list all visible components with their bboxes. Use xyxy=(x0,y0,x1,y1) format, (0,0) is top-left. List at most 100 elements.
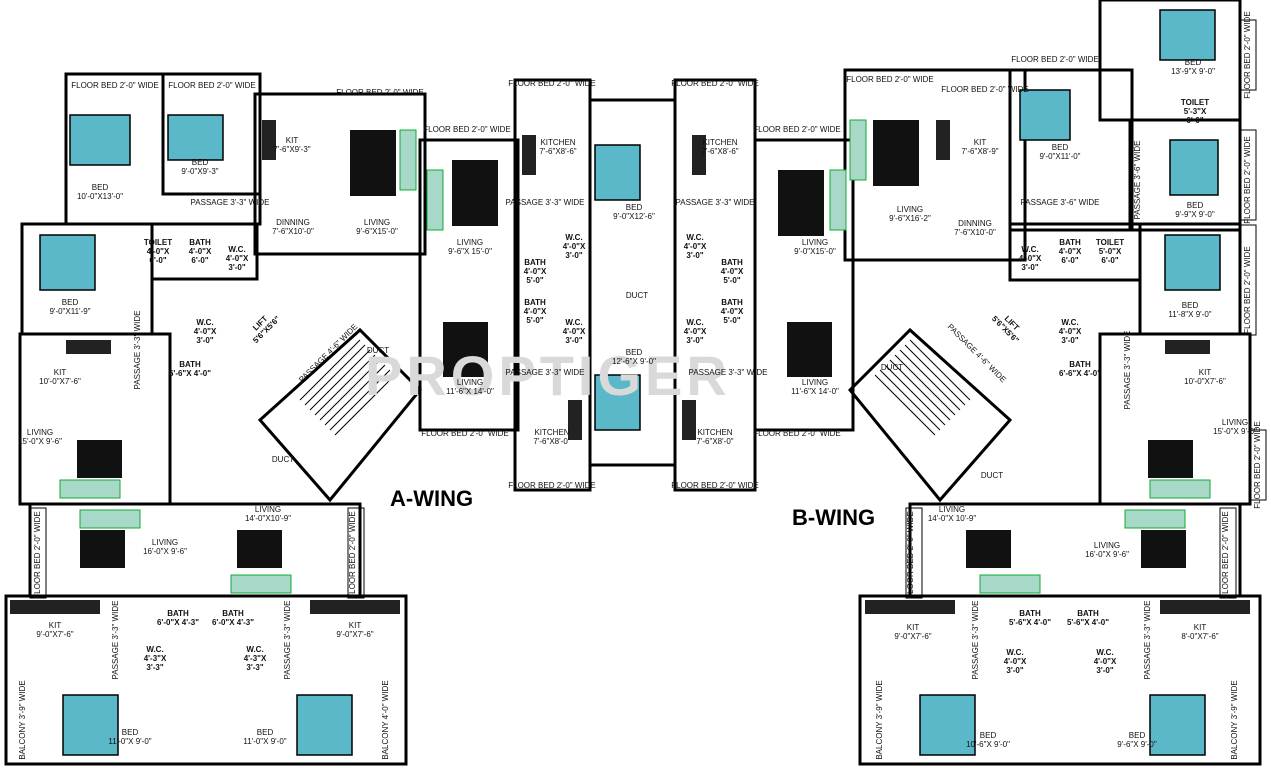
room-label-passage-c2: PASSAGE 3'-3" WIDE xyxy=(676,198,755,207)
room-label-passage-b1: PASSAGE 3'-6" WIDE xyxy=(1021,198,1100,207)
wall-layout xyxy=(4,0,1267,766)
room-label-passage-b3: PASSAGE 4'-6" WIDE xyxy=(946,322,1008,384)
room-label-duct-c: DUCT xyxy=(626,291,648,300)
a-wing-label: A-WING xyxy=(390,486,473,511)
room-label-fb-b1: FLOOR BED 2'-0" WIDE xyxy=(846,75,934,84)
room-label-fb-a3: FLOOR BED 2'-0" WIDE xyxy=(336,88,424,97)
room-label-balcony-a1: BALCONY 3'-9" WIDE xyxy=(18,680,27,759)
room-label-passage-b5: PASSAGE 3'-3" WIDE xyxy=(971,601,980,680)
watermark: PROPTIGER xyxy=(365,344,731,407)
room-label-fb-c2: FLOOR BED 2'-0" WIDE xyxy=(671,79,759,88)
room-label-passage-a3: PASSAGE 3'-3" WIDE xyxy=(133,311,142,390)
room-label-fb-c5: FLOOR BED 2'-0" WIDE xyxy=(508,481,596,490)
room-label-passage-c3: PASSAGE 3'-3" WIDE xyxy=(506,368,585,377)
room-label-balcony-a2: BALCONY 4'-0" WIDE xyxy=(381,680,390,759)
room-label-fb-b9: FLOOR BED 2'-0" WIDE xyxy=(1221,511,1230,599)
room-label-fb-a4: FLOOR BED 2'-0" WIDE xyxy=(33,511,42,599)
room-label-passage-a1: PASSAGE 3'-3" WIDE xyxy=(191,198,270,207)
room-label-fb-c3: FLOOR BED 2'-0" WIDE xyxy=(421,429,509,438)
room-label-fb-c4: FLOOR BED 2'-0" WIDE xyxy=(753,429,841,438)
room-label-passage-b6: PASSAGE 3'-3" WIDE xyxy=(1143,601,1152,680)
room-label-duct-b2: DUCT xyxy=(981,471,1003,480)
room-label-passage-a2: PASSAGE 4'-6" WIDE xyxy=(297,322,359,384)
room-label-fb-b2: FLOOR BED 2'-0" WIDE xyxy=(1011,55,1099,64)
room-label-fb-a2: FLOOR BED 2'-0" WIDE xyxy=(168,81,256,90)
room-label-duct-b1: DUCT xyxy=(881,363,903,372)
room-label-fb-b7: FLOOR BED 2'-0" WIDE xyxy=(1253,421,1262,509)
room-label-passage-b2: PASSAGE 3'-6" WIDE xyxy=(1133,141,1142,220)
room-label-passage-a5: PASSAGE 3'-3" WIDE xyxy=(283,601,292,680)
room-label-balcony-b1: BALCONY 3'-9" WIDE xyxy=(875,680,884,759)
room-label-fb-b3: FLOOR BED 2'-0" WIDE xyxy=(941,85,1029,94)
room-labels: FLOOR BED 2'-0" WIDE FLOOR BED 2'-0" WIDE… xyxy=(18,11,1262,759)
room-label-fb-b8: FLOOR BED 2'-0" WIDE xyxy=(906,511,915,599)
room-label-lift-a: LIFT5'6"X5'6" xyxy=(245,308,282,345)
room-label-duct-a2: DUCT xyxy=(272,455,294,464)
room-label-fb-c8: FLOOR BED 2'-0" WIDE xyxy=(753,125,841,134)
room-label-passage-a4: PASSAGE 3'-3" WIDE xyxy=(111,601,120,680)
room-label-fb-b6: FLOOR BED 2'-0" WIDE xyxy=(1243,246,1252,334)
room-label-fb-b5: FLOOR BED 2'-0" WIDE xyxy=(1243,136,1252,224)
room-label-passage-c1: PASSAGE 3'-3" WIDE xyxy=(506,198,585,207)
room-label-balcony-b2: BALCONY 3'-9" WIDE xyxy=(1230,680,1239,759)
furniture-layer xyxy=(10,9,1250,756)
b-wing-label: B-WING xyxy=(792,505,875,530)
room-label-duct-a1: DUCT xyxy=(367,346,389,355)
room-label-fb-a5: FLOOR BED 2'-0" WIDE xyxy=(348,511,357,599)
room-label-fb-a1: FLOOR BED 2'-0" WIDE xyxy=(71,81,159,90)
